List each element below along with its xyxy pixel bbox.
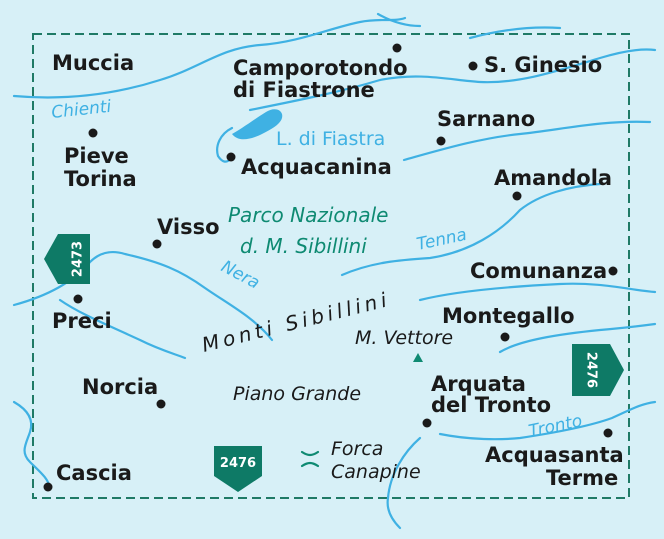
label-acquasanta-1: Acquasanta <box>485 443 624 467</box>
label-camporotondo-2: di Fiastrone <box>233 78 375 102</box>
label-sarnano: Sarnano <box>437 107 535 131</box>
town-markers <box>43 43 618 492</box>
river-chienti-upper <box>376 12 422 28</box>
town-dot-icon <box>88 128 98 138</box>
river-tronto-south <box>386 436 422 530</box>
label-forca-1: Forca <box>331 438 383 460</box>
label-amandola: Amandola <box>494 166 612 190</box>
label-acquasanta-2: Terme <box>546 466 618 490</box>
label-m-vettore: M. Vettore <box>355 327 453 349</box>
label-piano-grande: Piano Grande <box>233 383 361 405</box>
peak-triangle-icon <box>413 353 423 362</box>
shield-2476-south-label: 2476 <box>220 456 256 471</box>
label-arquata-2: del Tronto <box>431 393 551 417</box>
mountain-pass-icon <box>300 450 320 468</box>
place-labels: Muccia Camporotondo di Fiastrone S. Gine… <box>52 51 624 490</box>
label-cascia: Cascia <box>56 461 132 485</box>
town-dot-icon <box>152 239 162 249</box>
label-muccia: Muccia <box>52 51 134 75</box>
river-tronto <box>438 400 657 441</box>
shield-2473-label: 2473 <box>71 241 86 277</box>
town-dot-icon <box>43 482 53 492</box>
town-dot-icon <box>468 61 478 71</box>
town-dot-icon <box>603 428 613 438</box>
label-park-line2: d. M. Sibillini <box>240 234 367 258</box>
river-fiastra-east <box>402 120 652 162</box>
town-dot-icon <box>226 152 236 162</box>
label-pieve-2: Torina <box>64 167 137 191</box>
river-chienti-east <box>248 48 657 112</box>
town-dot-icon <box>392 43 402 53</box>
label-park-line1: Parco Nazionale <box>228 203 388 227</box>
label-visso: Visso <box>157 215 220 239</box>
town-dot-icon <box>500 332 510 342</box>
label-arquata-1: Arquata <box>431 372 526 396</box>
label-river-chienti: Chienti <box>50 97 112 123</box>
label-forca-2: Canapine <box>331 461 421 483</box>
river-chienti <box>12 16 407 99</box>
map-sheet-border <box>32 33 630 499</box>
town-dot-icon <box>73 294 83 304</box>
shield-2473: 2473 <box>44 234 90 284</box>
river-nera-west <box>58 298 187 360</box>
river-north-east <box>468 26 562 40</box>
town-dot-icon <box>156 399 166 409</box>
park-labels: Parco Nazionale d. M. Sibillini <box>228 203 388 258</box>
label-comunanza: Comunanza <box>470 259 607 283</box>
river-cascia-west <box>12 400 52 490</box>
label-river-nera: Nera <box>218 257 263 294</box>
river-east-mid <box>418 282 657 302</box>
river-fiastrone <box>216 126 234 163</box>
shield-2476-east-label: 2476 <box>584 352 599 388</box>
label-norcia: Norcia <box>82 375 158 399</box>
shield-2476-east: 2476 <box>572 344 624 396</box>
river-network <box>12 12 657 530</box>
lake-fiastra <box>232 109 283 140</box>
town-dot-icon <box>608 266 618 276</box>
label-preci: Preci <box>52 309 112 333</box>
label-pieve-1: Pieve <box>64 144 129 168</box>
label-camporotondo-1: Camporotondo <box>233 56 408 80</box>
river-tenna <box>340 182 602 277</box>
label-acquacanina: Acquacanina <box>241 155 392 179</box>
river-montegallo <box>498 322 657 354</box>
label-s-ginesio: S. Ginesio <box>484 53 602 77</box>
label-montegallo: Montegallo <box>442 304 575 328</box>
town-dot-icon <box>436 136 446 146</box>
town-dot-icon <box>512 191 522 201</box>
town-dot-icon <box>422 418 432 428</box>
label-lake-fiastra: L. di Fiastra <box>276 128 385 150</box>
shield-2476-south: 2476 <box>214 446 262 492</box>
